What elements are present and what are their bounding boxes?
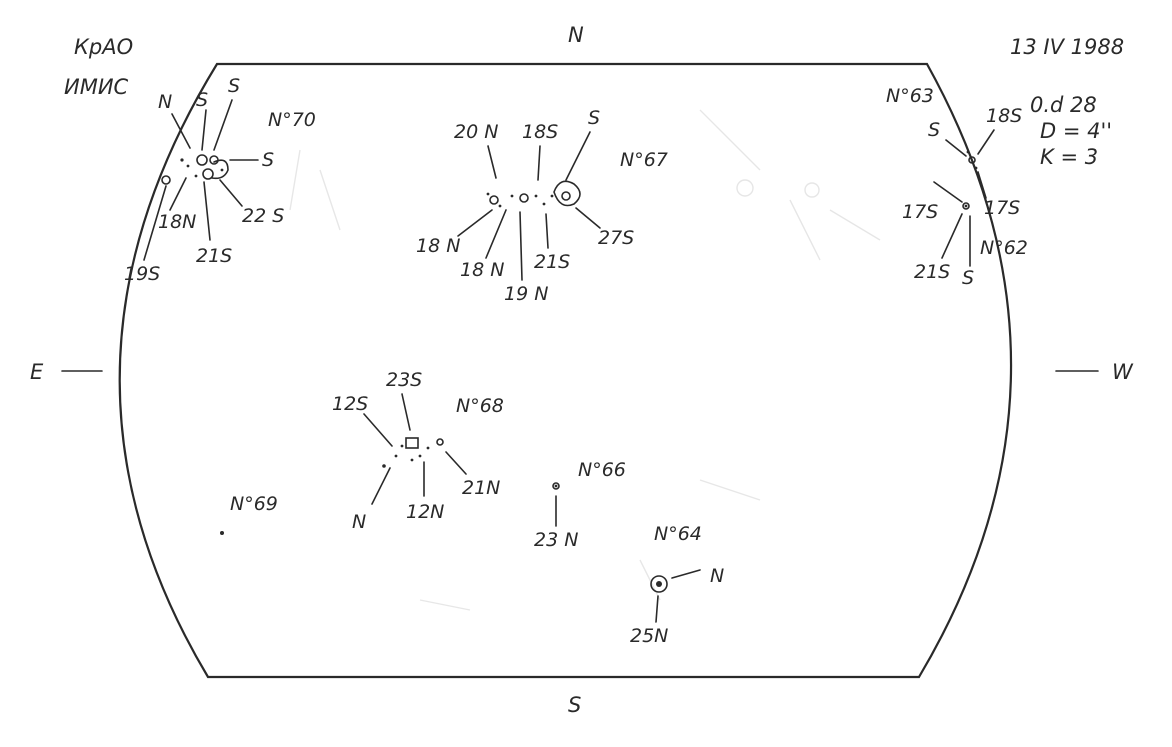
g70-label-21s: 21S [196, 245, 232, 267]
diameter-label: D = 4'' [1040, 119, 1112, 143]
g70-spots [161, 154, 229, 185]
west-label: W [1112, 360, 1134, 384]
g67-label-27s: 27S [598, 227, 634, 249]
g66-spot [552, 482, 560, 490]
g62-leaders [933, 171, 987, 267]
bleed-through-marks [289, 109, 881, 611]
observatory-label: КрАО [74, 35, 133, 59]
g68-leaders [363, 393, 467, 505]
group-64-name: N°64 [654, 523, 702, 545]
group-62: N°62 17S 17S 21S S [902, 171, 1028, 289]
g64-leaders [655, 569, 701, 623]
group-63-name: N°63 [886, 85, 934, 107]
g67-label-21s: 21S [534, 251, 570, 273]
g67-label-20n: 20 N [454, 121, 498, 143]
group-64: N°64 N 25N [630, 523, 724, 647]
k-label: K = 3 [1040, 145, 1098, 169]
g64-label-n: N [710, 565, 724, 587]
g67-leaders [457, 131, 601, 281]
time-label: 0.d 28 [1030, 93, 1097, 117]
group-68-name: N°68 [456, 395, 504, 417]
g63-leaders [945, 129, 995, 157]
g68-label-n: N [352, 511, 366, 533]
g64-spot [650, 575, 668, 593]
g67-label-18s: 18S [522, 121, 558, 143]
group-66-name: N°66 [578, 459, 626, 481]
north-label: N [568, 23, 584, 47]
group-63: N°63 S 18S [886, 85, 1022, 170]
group-70: N°70 N S S S 18N 22 S 21S 19S [124, 75, 316, 285]
g62-spots [962, 202, 970, 210]
group-62-name: N°62 [980, 237, 1028, 259]
date-label: 13 IV 1988 [1010, 35, 1124, 59]
group-67-name: N°67 [620, 149, 668, 171]
g62-label-17s-b: 17S [984, 197, 1020, 219]
g68-label-12s: 12S [332, 393, 368, 415]
g62-label-17s-a: 17S [902, 201, 938, 223]
g63-label-18s: 18S [986, 105, 1022, 127]
g70-leaders [143, 99, 259, 261]
g62-label-21s: 21S [914, 261, 950, 283]
g69-spot [220, 531, 224, 535]
g70-label-22s: 22 S [242, 205, 284, 227]
g67-spots [486, 180, 581, 208]
g63-label-s: S [928, 119, 940, 141]
g70-label-s2: S [228, 75, 240, 97]
institute-label: ИМИС [64, 75, 129, 99]
group-70-name: N°70 [268, 109, 316, 131]
g70-label-18n: 18N [158, 211, 196, 233]
group-66: N°66 23 N [534, 459, 626, 551]
g62-label-s: S [962, 267, 974, 289]
g70-label-s3: S [262, 149, 274, 171]
group-68: N°68 23S 12S N 12N 21N [332, 369, 504, 533]
g66-label-23n: 23 N [534, 529, 578, 551]
g63-spots [966, 150, 978, 170]
g68-label-12n: 12N [406, 501, 444, 523]
g67-label-18n-b: 18 N [460, 259, 504, 281]
group-69-name: N°69 [230, 493, 278, 515]
g68-spots [382, 437, 444, 468]
g70-label-n: N [158, 91, 172, 113]
group-69: N°69 [220, 493, 278, 535]
south-label: S [568, 693, 581, 717]
g64-label-25n: 25N [630, 625, 668, 647]
disc-frame [118, 62, 1013, 679]
g70-label-19s: 19S [124, 263, 160, 285]
g70-label-s1: S [196, 89, 208, 111]
g67-label-s: S [588, 107, 600, 129]
group-67: N°67 20 N 18S S 18 N 18 N 19 N 21S 27S [416, 107, 668, 305]
g68-label-23s: 23S [386, 369, 422, 391]
east-label: E [30, 360, 44, 384]
g67-label-18n-a: 18 N [416, 235, 460, 257]
g68-label-21n: 21N [462, 477, 500, 499]
g67-label-19n: 19 N [504, 283, 548, 305]
